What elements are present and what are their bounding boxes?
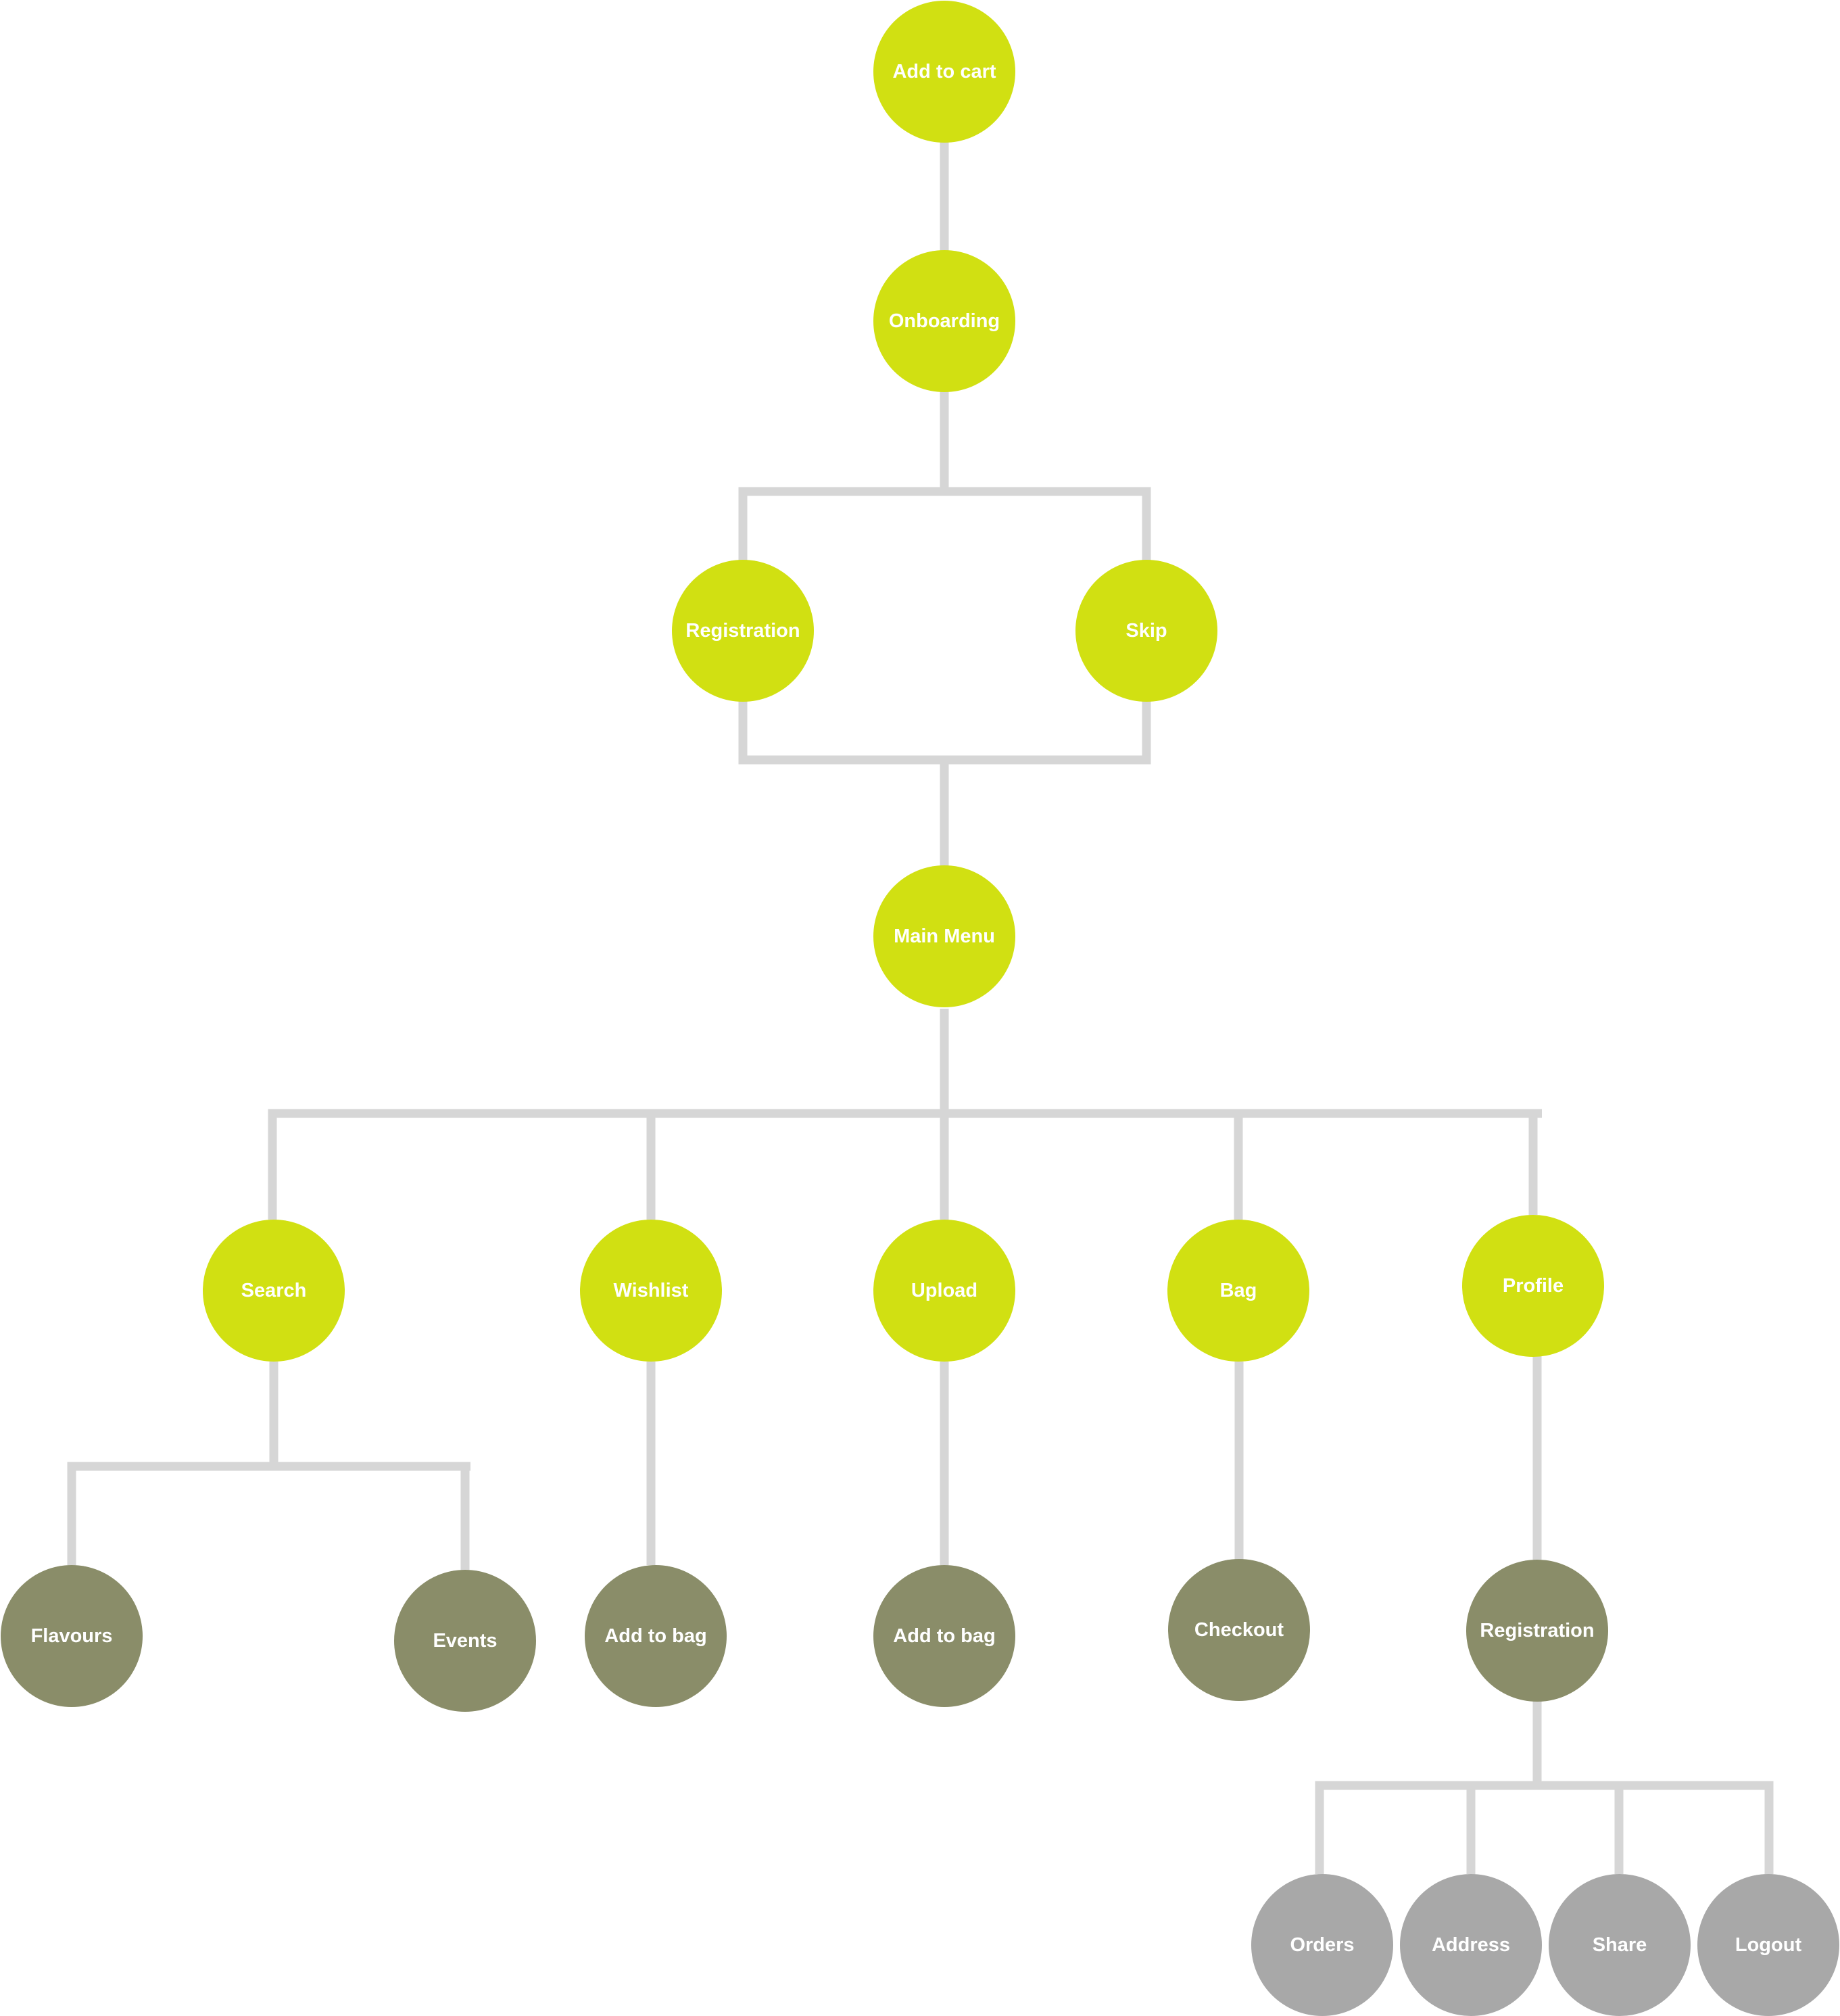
- node-onboarding[interactable]: Onboarding: [873, 250, 1015, 392]
- connector-merge-main-menu: [738, 700, 1151, 867]
- node-upload-add-to-bag[interactable]: Add to bag: [873, 1565, 1015, 1707]
- connector-main-menu-children: [268, 1009, 1542, 1220]
- node-add-to-cart[interactable]: Add to cart: [873, 1, 1015, 143]
- node-events[interactable]: Events: [394, 1570, 536, 1712]
- connector-onboarding-split: [738, 389, 1151, 561]
- node-upload[interactable]: Upload: [873, 1220, 1015, 1362]
- node-main-menu[interactable]: Main Menu: [873, 865, 1015, 1007]
- node-skip[interactable]: Skip: [1075, 560, 1217, 702]
- connector-search-children: [67, 1362, 470, 1570]
- node-profile[interactable]: Profile: [1462, 1215, 1604, 1357]
- connector-registration-children: [1315, 1701, 1774, 1874]
- node-logout[interactable]: Logout: [1697, 1874, 1839, 2016]
- node-search[interactable]: Search: [203, 1220, 345, 1362]
- node-registration[interactable]: Registration: [672, 560, 814, 702]
- node-share[interactable]: Share: [1549, 1874, 1691, 2016]
- node-profile-registration[interactable]: Registration: [1466, 1560, 1608, 1702]
- node-wishlist-add-to-bag[interactable]: Add to bag: [585, 1565, 727, 1707]
- node-flavours[interactable]: Flavours: [1, 1565, 143, 1707]
- node-bag[interactable]: Bag: [1167, 1220, 1309, 1362]
- node-checkout[interactable]: Checkout: [1168, 1559, 1310, 1701]
- node-address[interactable]: Address: [1400, 1874, 1542, 2016]
- node-orders[interactable]: Orders: [1251, 1874, 1393, 2016]
- node-wishlist[interactable]: Wishlist: [580, 1220, 722, 1362]
